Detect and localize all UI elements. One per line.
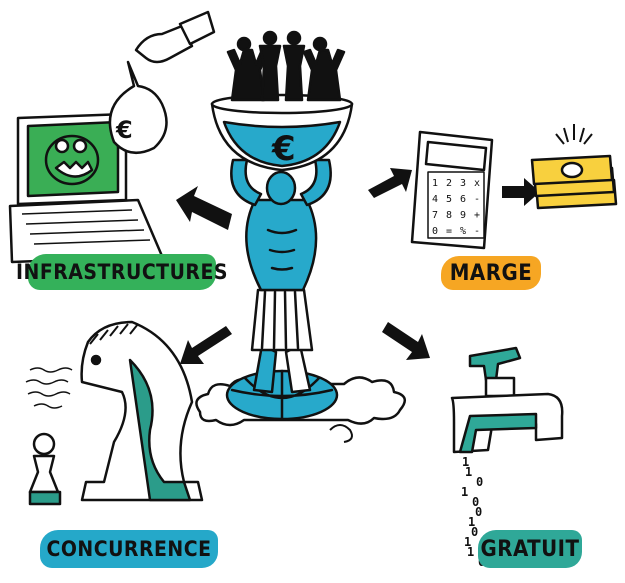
atlas-skirt — [250, 288, 314, 352]
money-bag-icon — [108, 60, 168, 155]
calculator-key: % — [460, 226, 466, 237]
binary-digit: 1 — [468, 515, 475, 529]
calculator-key: 8 — [446, 210, 452, 221]
calculator-key: 2 — [446, 178, 452, 189]
calculator-key: 4 — [432, 194, 438, 205]
moneybag-euro-symbol: € — [115, 116, 133, 144]
wind-lines — [25, 367, 73, 409]
calculator-key: 3 — [460, 178, 466, 189]
binary-digit: 0 — [475, 505, 482, 519]
label-marge: MARGE — [441, 256, 541, 290]
calculator-key: - — [474, 194, 480, 205]
atlas-figure — [195, 30, 407, 427]
label-gratuit: GRATUIT — [478, 530, 582, 568]
arrow-to-concurrence — [180, 326, 232, 364]
binary-digit: 1 — [462, 455, 469, 469]
arrow-calc-to-money — [502, 178, 540, 206]
calculator-key: - — [474, 226, 480, 237]
faucet-icon — [450, 346, 564, 454]
binary-digit: 1 — [461, 485, 468, 499]
money-stack-icon — [530, 124, 618, 210]
atlas-head — [265, 170, 297, 206]
arrow-to-infrastructures — [176, 186, 232, 230]
calculator-key: 0 — [432, 226, 438, 237]
bowl-euro-symbol: € — [271, 129, 296, 169]
chess-pawn-icon — [28, 432, 62, 506]
swirl — [329, 424, 353, 443]
atlas-torso — [245, 198, 318, 292]
calculator-key: 9 — [460, 210, 466, 221]
label-concurrence: CONCURRENCE — [40, 530, 218, 568]
calculator-key: 6 — [460, 194, 466, 205]
arrows — [176, 168, 540, 364]
calculator-icon — [410, 130, 494, 250]
binary-digit: 1 — [464, 535, 471, 549]
atlas-left-arm — [230, 158, 263, 207]
crowd-icon — [226, 30, 346, 102]
calculator-key: 5 — [446, 194, 452, 205]
binary-digit: 0 — [471, 525, 478, 539]
hand-icon — [134, 10, 216, 64]
calculator-key: 7 — [432, 210, 438, 221]
binary-digit: 0 — [476, 475, 483, 489]
binary-digit: 0 — [472, 495, 479, 509]
label-infrastructures: INFRASTRUCTURES — [16, 254, 227, 290]
atlas-right-arm — [299, 158, 332, 207]
binary-digit: 1 — [465, 465, 472, 479]
arrow-to-marge — [368, 168, 412, 198]
calculator-key: = — [446, 226, 452, 237]
calculator-key: x — [474, 178, 480, 189]
arrow-to-gratuit — [382, 322, 430, 360]
calculator-key: 1 — [432, 178, 438, 189]
chess-knight-icon — [80, 320, 204, 502]
binary-digit: 1 — [467, 545, 474, 559]
calculator-key: + — [474, 210, 480, 221]
